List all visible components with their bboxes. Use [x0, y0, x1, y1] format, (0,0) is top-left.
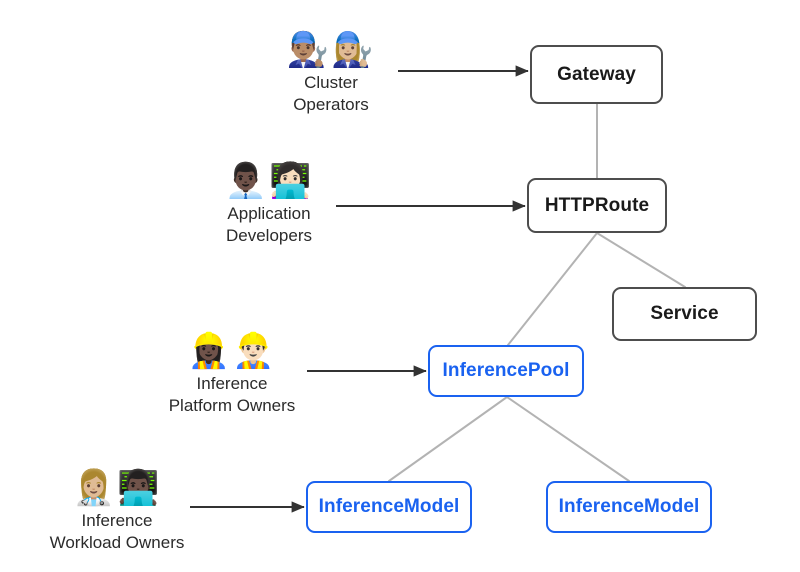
woman-construction-worker-icon: 👷🏿‍♀️👷🏻‍♂️ [187, 331, 277, 371]
node-model-right: InferenceModel [546, 481, 712, 533]
man-mechanic-icon: 👨🏽‍🔧👩🏼‍🔧 [286, 30, 376, 70]
man-office-worker-icon: 👨🏿‍💼👩🏻‍💻 [224, 161, 314, 201]
wire-inferencepool-model-left [388, 396, 508, 482]
wire-httproute-service [596, 232, 686, 288]
persona-application-developers: 👨🏿‍💼👩🏻‍💻Application Developers [149, 161, 389, 247]
persona-label-inference-platform-owners: Inference Platform Owners [168, 374, 296, 415]
wire-httproute-inferencepool [507, 232, 598, 346]
node-gateway: Gateway [530, 45, 663, 104]
node-pool: InferencePool [428, 345, 584, 397]
node-model-left: InferenceModel [306, 481, 472, 533]
woman-health-worker-icon: 👩🏼‍⚕️👨🏿‍💻 [72, 468, 162, 508]
node-httproute: HTTPRoute [527, 178, 667, 233]
persona-inference-workload-owners: 👩🏼‍⚕️👨🏿‍💻Inference Workload Owners [0, 468, 237, 554]
persona-label-inference-workload-owners: Inference Workload Owners [49, 511, 185, 552]
persona-label-cluster-operators: Cluster Operators [293, 73, 369, 114]
node-service: Service [612, 287, 757, 341]
persona-label-application-developers: Application Developers [226, 204, 312, 245]
wire-inferencepool-model-right [506, 396, 630, 482]
persona-inference-platform-owners: 👷🏿‍♀️👷🏻‍♂️Inference Platform Owners [112, 331, 352, 417]
persona-cluster-operators: 👨🏽‍🔧👩🏼‍🔧Cluster Operators [211, 30, 451, 116]
persona-arrows [190, 65, 529, 513]
